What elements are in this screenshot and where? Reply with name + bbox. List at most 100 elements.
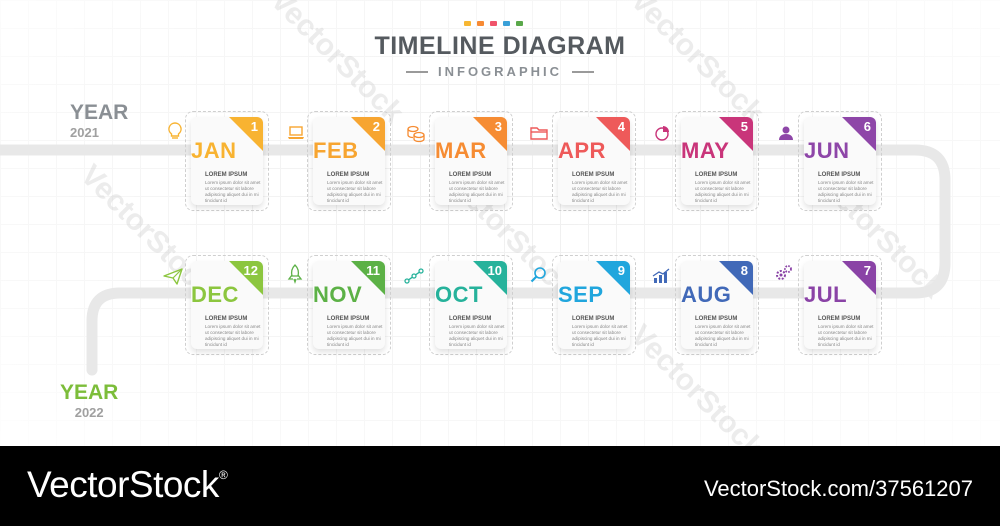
card-month: NOV	[313, 282, 363, 307]
card-number: 9	[617, 263, 625, 278]
card-heading: LOREM IPSUM	[327, 172, 370, 178]
card-number: 1	[250, 119, 258, 134]
card-number: 10	[487, 263, 502, 278]
lightbulb-icon	[168, 122, 182, 139]
card-number: 11	[366, 263, 380, 278]
card-heading: LOREM IPSUM	[449, 172, 492, 178]
divider	[572, 70, 594, 73]
card-heading: LOREM IPSUM	[327, 316, 370, 322]
pie-chart-icon	[655, 126, 669, 141]
card-tab	[596, 261, 630, 295]
network-icon	[404, 268, 424, 284]
magnifier-icon	[530, 267, 546, 283]
card-heading: LOREM IPSUM	[205, 316, 248, 322]
card-tab	[473, 117, 507, 151]
brand-logo: VectorStock®	[27, 464, 228, 506]
diagram-canvas: VectorStock VectorStock VectorStock Vect…	[0, 0, 1000, 446]
month-card-nov: 11 NOV LOREM IPSUM Lorem ipsum dolor sit…	[307, 255, 391, 355]
month-card-dec: 12 DEC LOREM IPSUM Lorem ipsum dolor sit…	[185, 255, 269, 355]
card-number: 5	[740, 119, 748, 134]
gears-icon	[776, 265, 792, 280]
card-tab	[719, 117, 753, 151]
diagram-subtitle-row: INFOGRAPHIC	[0, 64, 1000, 79]
card-text: Lorem ipsum dolor sit amet ut consectetu…	[449, 180, 505, 203]
laptop-icon	[288, 126, 304, 139]
card-month: MAR	[435, 138, 487, 163]
card-number: 4	[617, 119, 625, 134]
card-heading: LOREM IPSUM	[449, 316, 492, 322]
card-text: Lorem ipsum dolor sit amet ut consectetu…	[572, 324, 628, 347]
dot	[490, 21, 497, 26]
dot	[477, 21, 484, 26]
card-tab	[596, 117, 630, 151]
month-card-jul: 7 JUL LOREM IPSUM Lorem ipsum dolor sit …	[798, 255, 882, 355]
month-card-jun: 6 JUN LOREM IPSUM Lorem ipsum dolor sit …	[798, 111, 882, 211]
card-tab	[842, 117, 876, 151]
year-start: YEAR 2021	[70, 101, 128, 140]
year-start-label: YEAR	[70, 101, 129, 124]
month-card-mar: 3 MAR LOREM IPSUM Lorem ipsum dolor sit …	[429, 111, 513, 211]
year-end-label: YEAR	[60, 381, 119, 404]
card-heading: LOREM IPSUM	[695, 172, 738, 178]
card-month: FEB	[313, 138, 359, 163]
card-month: JUN	[804, 138, 850, 163]
year-end: YEAR 2022	[60, 381, 118, 420]
divider	[406, 70, 428, 73]
card-heading: LOREM IPSUM	[572, 316, 615, 322]
card-text: Lorem ipsum dolor sit amet ut consectetu…	[818, 180, 874, 203]
stock-id: VectorStock.com/37561207	[703, 476, 973, 501]
rocket-icon	[287, 264, 303, 285]
card-number: 6	[863, 119, 871, 134]
card-heading: LOREM IPSUM	[695, 316, 738, 322]
month-card-sep: 9 SEP LOREM IPSUM Lorem ipsum dolor sit …	[552, 255, 636, 355]
card-heading: LOREM IPSUM	[205, 172, 248, 178]
year-start-number: 2021	[70, 125, 99, 140]
folder-icon	[530, 127, 548, 140]
card-month: AUG	[681, 282, 732, 307]
paper-plane-icon	[163, 268, 183, 285]
card-month: SEP	[558, 282, 604, 307]
card-tab	[351, 117, 385, 151]
card-month: OCT	[435, 282, 483, 307]
card-month: MAY	[681, 138, 730, 163]
card-number: 2	[372, 119, 380, 134]
timeline-road	[0, 144, 951, 376]
month-card-jan: 1 JAN LOREM IPSUM Lorem ipsum dolor sit …	[185, 111, 269, 211]
dot	[516, 21, 523, 26]
card-text: Lorem ipsum dolor sit amet ut consectetu…	[572, 180, 628, 203]
month-card-oct: 10 OCT LOREM IPSUM Lorem ipsum dolor sit…	[429, 255, 513, 355]
registered-mark: ®	[218, 468, 228, 482]
month-card-aug: 8 AUG LOREM IPSUM Lorem ipsum dolor sit …	[675, 255, 759, 355]
card-text: Lorem ipsum dolor sit amet ut consectetu…	[818, 324, 874, 347]
card-month: DEC	[191, 282, 239, 307]
card-tab	[473, 261, 507, 295]
card-month: APR	[558, 138, 606, 163]
brand-name: VectorStock	[27, 464, 219, 505]
diagram-subtitle: INFOGRAPHIC	[438, 64, 562, 79]
card-tab	[229, 261, 263, 295]
footer-bar: VectorStock® VectorStock.com/37561207	[0, 446, 1000, 526]
card-heading: LOREM IPSUM	[572, 172, 615, 178]
card-text: Lorem ipsum dolor sit amet ut consectetu…	[205, 324, 261, 347]
dot	[464, 21, 471, 26]
month-card-feb: 2 FEB LOREM IPSUM Lorem ipsum dolor sit …	[307, 111, 391, 211]
card-text: Lorem ipsum dolor sit amet ut consectetu…	[327, 180, 383, 203]
card-number: 3	[494, 119, 502, 134]
card-text: Lorem ipsum dolor sit amet ut consectetu…	[695, 324, 751, 347]
coins-icon	[407, 125, 425, 143]
card-tab	[719, 261, 753, 295]
card-text: Lorem ipsum dolor sit amet ut consectetu…	[695, 180, 751, 203]
diagram-title: TIMELINE DIAGRAM	[374, 32, 626, 60]
card-text: Lorem ipsum dolor sit amet ut consectetu…	[327, 324, 383, 347]
card-text: Lorem ipsum dolor sit amet ut consectetu…	[205, 180, 261, 203]
card-month: JAN	[191, 138, 237, 163]
card-number: 12	[243, 263, 258, 278]
growth-chart-icon	[652, 268, 670, 283]
card-month: JUL	[804, 282, 848, 307]
card-heading: LOREM IPSUM	[818, 316, 861, 322]
card-tab	[842, 261, 876, 295]
card-number: 8	[740, 263, 748, 278]
card-number: 7	[863, 263, 871, 278]
month-card-may: 5 MAY LOREM IPSUM Lorem ipsum dolor sit …	[675, 111, 759, 211]
card-text: Lorem ipsum dolor sit amet ut consectetu…	[449, 324, 505, 347]
